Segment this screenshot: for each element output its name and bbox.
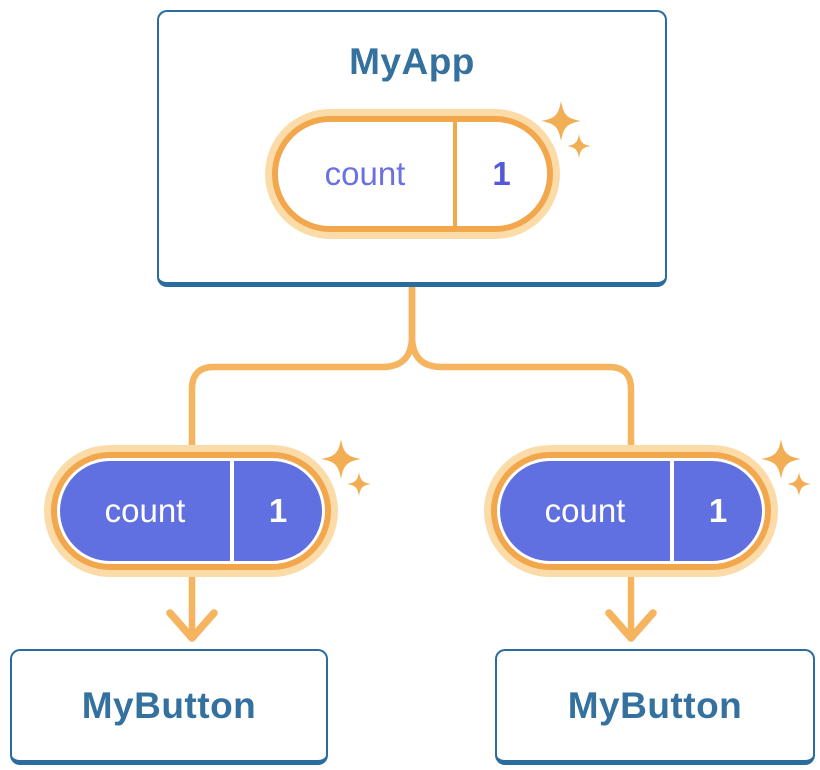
branch-right-line bbox=[408, 279, 635, 634]
root-state-pill: count 1 bbox=[264, 109, 560, 239]
child-component-title: MyButton bbox=[567, 684, 743, 726]
mybutton-card-right: MyButton bbox=[495, 649, 815, 765]
child-state-pill-body: count 1 bbox=[60, 461, 322, 561]
arrowhead-left-icon bbox=[166, 609, 218, 642]
child-state-pill-body: count 1 bbox=[500, 461, 762, 561]
child-state-pill-ring: count 1 bbox=[51, 452, 331, 570]
state-value-label: 1 bbox=[674, 461, 762, 561]
sparkle-icon bbox=[541, 101, 591, 158]
state-name-label: count bbox=[277, 122, 457, 226]
state-value-label: 1 bbox=[456, 122, 547, 226]
child-state-pill-right: count 1 bbox=[484, 445, 778, 577]
child-component-title: MyButton bbox=[81, 684, 257, 726]
root-component-title: MyApp bbox=[349, 41, 475, 82]
state-name-label: count bbox=[500, 461, 670, 561]
myapp-card: MyApp count 1 bbox=[157, 10, 667, 287]
mybutton-card-left: MyButton bbox=[10, 649, 328, 765]
state-name-label: count bbox=[60, 461, 230, 561]
sparkle-icon bbox=[761, 439, 811, 496]
child-state-pill-left: count 1 bbox=[44, 445, 338, 577]
root-state-pill-ring: count 1 bbox=[271, 116, 553, 232]
sparkle-icon bbox=[321, 439, 371, 496]
child-state-pill-ring: count 1 bbox=[491, 452, 771, 570]
arrowhead-right-icon bbox=[605, 609, 657, 642]
state-value-label: 1 bbox=[234, 461, 322, 561]
